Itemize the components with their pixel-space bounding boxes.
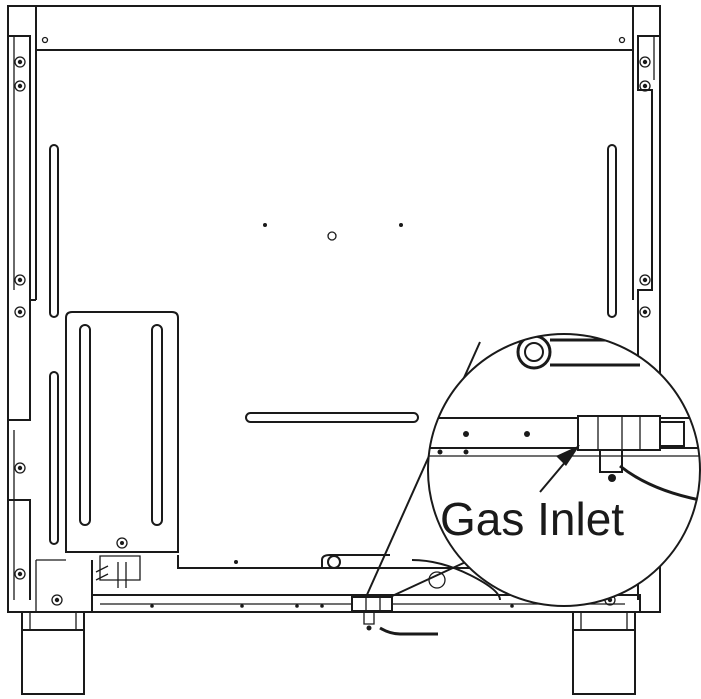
top-panel-holes <box>41 36 626 44</box>
callout-label: Gas Inlet <box>440 493 624 545</box>
magnifier-callout: Gas Inlet <box>365 333 701 607</box>
screw-icon <box>639 306 651 318</box>
back-panel-slots <box>49 144 617 545</box>
leg-right <box>572 611 636 695</box>
gas-inlet-fitting <box>351 596 438 636</box>
center-holes <box>263 223 403 241</box>
screw-icon <box>14 56 26 68</box>
cabinet-screws <box>14 56 651 606</box>
leg-left <box>21 611 85 695</box>
horizontal-slot <box>245 412 419 423</box>
screw-icon <box>14 80 26 92</box>
screw-icon <box>14 568 26 580</box>
screw-icon <box>51 594 63 606</box>
cabinet-frame <box>7 5 661 613</box>
screw-icon <box>639 80 651 92</box>
screw-icon <box>14 306 26 318</box>
screw-icon <box>639 56 651 68</box>
screw-icon <box>639 274 651 286</box>
screw-icon <box>14 462 26 474</box>
control-box <box>65 311 179 553</box>
screw-icon <box>14 274 26 286</box>
